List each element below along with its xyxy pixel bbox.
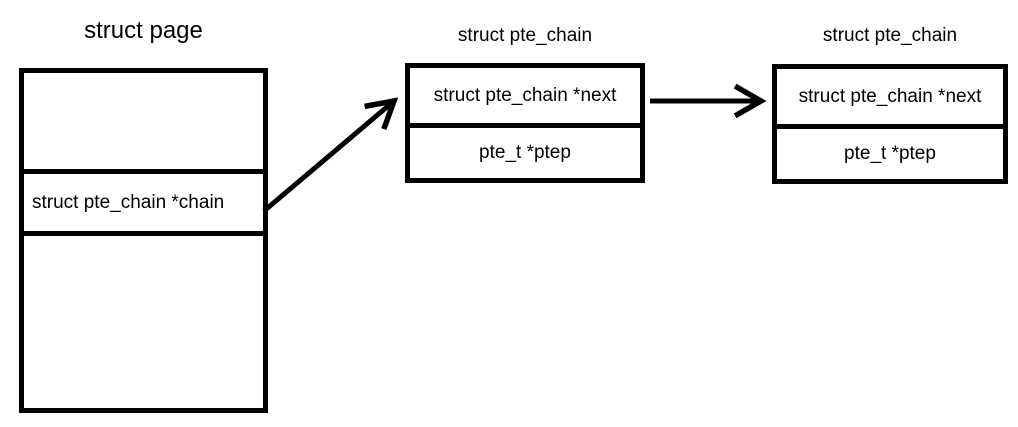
pte-chain-1-cell-next: struct pte_chain *next — [410, 68, 640, 128]
pte-chain-1-box: struct pte_chain *next pte_t *ptep — [405, 63, 645, 183]
pte-chain-2-box: struct pte_chain *next pte_t *ptep — [772, 64, 1008, 184]
pte-chain-2-cell-ptep: pte_t *ptep — [844, 143, 936, 164]
struct-page-title: struct page — [84, 17, 203, 44]
struct-page-cell-chain: struct pte_chain *chain — [24, 174, 263, 236]
pte-chain-2-title: struct pte_chain — [822, 25, 958, 46]
pte-chain-1-title: struct pte_chain — [457, 25, 593, 46]
struct-page-cell-top — [24, 73, 263, 174]
struct-page-cell-bottom — [24, 236, 263, 408]
arrow-chain-to-pte-chain-1 — [262, 97, 399, 213]
pte-chain-1-cell-ptep: pte_t *ptep — [479, 142, 571, 163]
struct-page-box: struct pte_chain *chain — [19, 68, 268, 413]
pte-chain-2-cell-next: struct pte_chain *next — [777, 69, 1003, 129]
